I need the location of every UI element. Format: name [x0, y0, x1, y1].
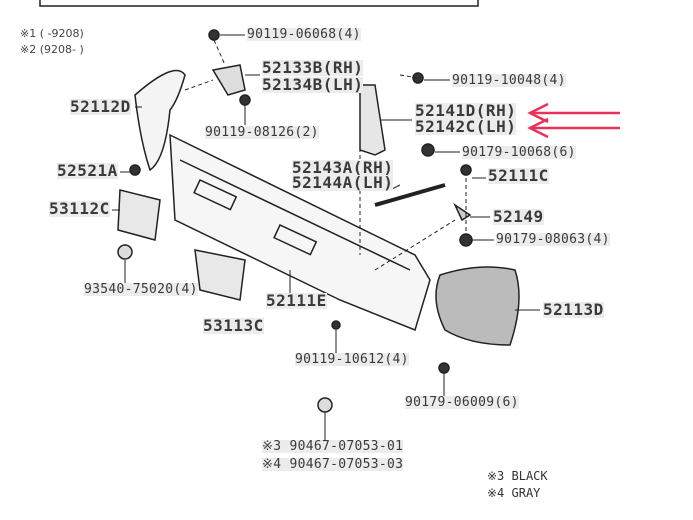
part-label[interactable]: 52149 — [493, 207, 544, 226]
stay-52143a — [374, 183, 446, 207]
bracket-53112c — [117, 189, 161, 241]
part-label[interactable]: 53112C — [49, 199, 110, 218]
part-label[interactable]: ※3 90467-07053-01 — [262, 439, 404, 454]
part-label[interactable]: 52142C(LH) — [415, 117, 517, 136]
part-label[interactable]: ※4 90467-07053-03 — [262, 457, 404, 472]
bumper-slot — [193, 179, 238, 211]
nut-icon — [421, 143, 435, 157]
bolt-icon — [208, 29, 220, 41]
clip-icon — [129, 164, 141, 176]
bolt-icon — [412, 72, 424, 84]
legend-gray: ※4 GRAY — [487, 486, 541, 500]
part-label[interactable]: 52521A — [57, 161, 118, 180]
bumper-edge-line — [179, 159, 411, 271]
bracket-52149 — [453, 202, 472, 222]
part-label[interactable]: 52143A(RH) — [292, 158, 394, 177]
legend-black: ※3 BLACK — [487, 469, 548, 483]
part-label[interactable]: 52144A(LH) — [292, 173, 394, 192]
bumper-slot — [273, 224, 318, 256]
part-label[interactable]: 53113C — [203, 316, 264, 335]
part-label[interactable]: 90119-08126(2) — [205, 125, 319, 140]
bolt-icon — [239, 94, 251, 106]
note-1: ※1 ( -9208) — [20, 27, 84, 40]
part-label[interactable]: 52111E — [266, 291, 327, 310]
bumper-end-right — [435, 266, 520, 346]
bumper-end-left — [134, 69, 186, 172]
part-label[interactable]: 93540-75020(4) — [84, 282, 198, 297]
nut-icon — [459, 233, 473, 247]
nut-icon — [438, 362, 450, 374]
part-label[interactable]: 90119-10612(4) — [295, 352, 409, 367]
part-label[interactable]: 52111C — [488, 166, 549, 185]
bolt-icon — [331, 320, 341, 330]
part-label[interactable]: 90179-08063(4) — [496, 232, 610, 247]
part-label[interactable]: 52113D — [543, 300, 604, 319]
note-2: ※2 (9208- ) — [20, 43, 84, 56]
part-label[interactable]: 90119-10048(4) — [452, 73, 566, 88]
bumper-main — [169, 133, 431, 332]
bracket-52133b — [211, 64, 246, 96]
clip-icon — [317, 397, 333, 413]
part-label[interactable]: 90179-06009(6) — [405, 395, 519, 410]
top-frame — [39, 0, 479, 7]
highlight-arrows — [527, 102, 620, 139]
stay-52141d — [359, 84, 386, 156]
part-label[interactable]: 90179-10068(6) — [462, 145, 576, 160]
part-label[interactable]: 52112D — [70, 97, 131, 116]
bracket-53113c — [194, 249, 246, 301]
part-label[interactable]: 52133B(RH) — [262, 58, 364, 77]
part-label[interactable]: 90119-06068(4) — [247, 27, 361, 42]
clip-icon — [117, 244, 133, 260]
part-label[interactable]: 52141D(RH) — [415, 101, 517, 120]
part-label[interactable]: 52134B(LH) — [262, 75, 364, 94]
clip-icon — [460, 164, 472, 176]
